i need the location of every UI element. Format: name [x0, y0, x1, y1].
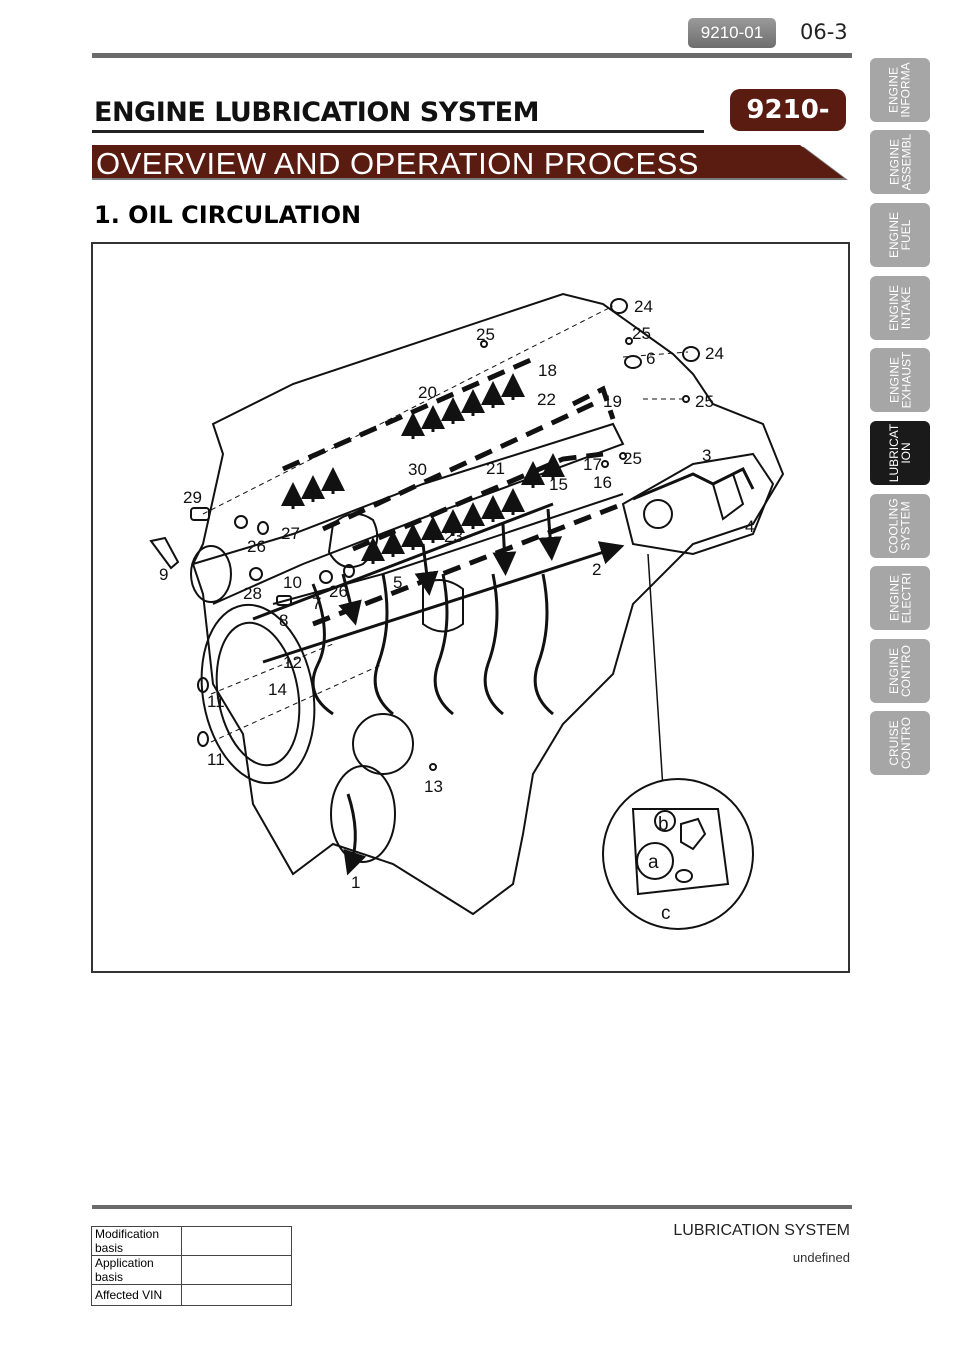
- cam-arrows: [281, 373, 565, 564]
- tab-label: COOLING SYSTEM: [887, 498, 913, 554]
- tab-label: ENGINE FUEL: [886, 211, 913, 259]
- footer-subtitle: undefined: [792, 1250, 850, 1265]
- table-value: [181, 1284, 292, 1306]
- callout: 3: [702, 446, 711, 465]
- callout: 22: [537, 390, 556, 409]
- engine-diagram-svg: 24 25 25 6 24 18 20 22 19 25 3 30 21 17 …: [149, 292, 785, 930]
- callout: 2: [592, 560, 601, 579]
- callout: 10: [283, 573, 302, 592]
- oil-filter-housing: [621, 452, 775, 556]
- tab-label: ENGINE CONTRO: [887, 645, 913, 697]
- small-parts: [149, 298, 700, 771]
- bottom-divider: [92, 1205, 852, 1209]
- exploded-view-leaders: [202, 305, 689, 743]
- callout: 28: [243, 584, 262, 603]
- footer-title: LUBRICATION SYSTEM: [673, 1222, 850, 1239]
- callout: 7: [312, 594, 321, 613]
- callout: 14: [268, 680, 287, 699]
- tab-lubrication[interactable]: LUBRICAT ION: [870, 421, 930, 485]
- tab-engine-assembly[interactable]: ENGINE ASSEMBL: [870, 130, 930, 194]
- callout: a: [648, 852, 659, 873]
- tab-label: CRUISE CONTRO: [887, 717, 913, 769]
- callout: 4: [745, 517, 754, 536]
- tab-engine-information[interactable]: ENGINE INFORMA: [870, 58, 930, 122]
- callout: 11: [207, 692, 225, 711]
- callout: 25: [695, 392, 714, 411]
- inset-leader-line: [647, 553, 664, 790]
- table-value: [181, 1226, 292, 1256]
- table-label: Affected VIN: [91, 1284, 182, 1306]
- tab-engine-fuel[interactable]: ENGINE FUEL: [870, 203, 930, 267]
- tab-engine-control[interactable]: ENGINE CONTRO: [870, 639, 930, 703]
- callout: 26: [329, 582, 348, 601]
- callout: 15: [549, 475, 568, 494]
- oil-flow-arrows: [252, 466, 755, 876]
- callout: 13: [424, 777, 443, 796]
- callout: 25: [623, 449, 642, 468]
- callout: 27: [281, 524, 300, 543]
- callout: 21: [486, 459, 505, 478]
- callout: b: [658, 814, 669, 835]
- callout: 25: [476, 325, 495, 344]
- callout: 8: [279, 611, 288, 630]
- tab-label: ENGINE ELECTRI: [887, 572, 913, 624]
- callout: 26: [247, 537, 266, 556]
- section-code-badge: 9210-01: [688, 18, 776, 48]
- callout: 6: [646, 349, 655, 368]
- tab-label: LUBRICAT ION: [886, 423, 913, 483]
- tab-label: ENGINE INTAKE: [886, 284, 913, 332]
- table-row: Modification basis: [91, 1226, 292, 1256]
- callout: 19: [603, 392, 622, 411]
- tab-cooling-system[interactable]: COOLING SYSTEM: [870, 494, 930, 558]
- section-number-badge: 9210-01: [730, 89, 846, 167]
- page-number: 06-3: [800, 20, 848, 44]
- subsection-heading: 1. OIL CIRCULATION: [94, 201, 362, 229]
- callout: 5: [393, 573, 402, 592]
- modification-table: Modification basis Application basis Aff…: [91, 1226, 292, 1306]
- callout: 16: [593, 473, 612, 492]
- tab-engine-electrical[interactable]: ENGINE ELECTRI: [870, 566, 930, 630]
- title-underline: [92, 130, 704, 133]
- callout: 1: [351, 873, 360, 892]
- callout: 29: [183, 488, 202, 507]
- table-label: Application basis: [91, 1255, 182, 1285]
- tab-engine-exhaust[interactable]: ENGINE EXHAUST: [870, 348, 930, 412]
- table-value: [181, 1255, 292, 1285]
- callout: 24: [634, 297, 653, 316]
- callout: 11: [207, 750, 225, 769]
- callout: 20: [418, 383, 437, 402]
- table-row: Application basis: [91, 1255, 292, 1285]
- callout: c: [661, 903, 671, 924]
- callout: 9: [159, 565, 168, 584]
- table-row: Affected VIN: [91, 1284, 292, 1306]
- top-divider: [92, 53, 852, 58]
- callout-labels: 24 25 25 6 24 18 20 22 19 25 3 30 21 17 …: [159, 297, 754, 924]
- tab-cruise-control[interactable]: CRUISE CONTRO: [870, 711, 930, 775]
- section-title: ENGINE LUBRICATION SYSTEM: [94, 97, 539, 128]
- tab-label: ENGINE INFORMA: [887, 62, 913, 118]
- table-label: Modification basis: [91, 1226, 182, 1256]
- callout: 24: [705, 344, 724, 363]
- callout: 23: [444, 527, 463, 546]
- engine-oil-circulation-diagram: 24 25 25 6 24 18 20 22 19 25 3 30 21 17 …: [91, 242, 850, 973]
- callout: 18: [538, 361, 557, 380]
- banner-title: OVERVIEW AND OPERATION PROCESS: [96, 146, 699, 181]
- callout: 17: [583, 455, 602, 474]
- banner-background: [92, 145, 848, 180]
- callout: 12: [283, 653, 302, 672]
- tab-label: ENGINE EXHAUST: [887, 351, 913, 409]
- tab-label: ENGINE ASSEMBL: [886, 133, 913, 191]
- filter-inset-detail: [602, 778, 754, 930]
- callout: 25: [632, 324, 651, 343]
- tab-engine-intake[interactable]: ENGINE INTAKE: [870, 276, 930, 340]
- callout: 30: [408, 460, 427, 479]
